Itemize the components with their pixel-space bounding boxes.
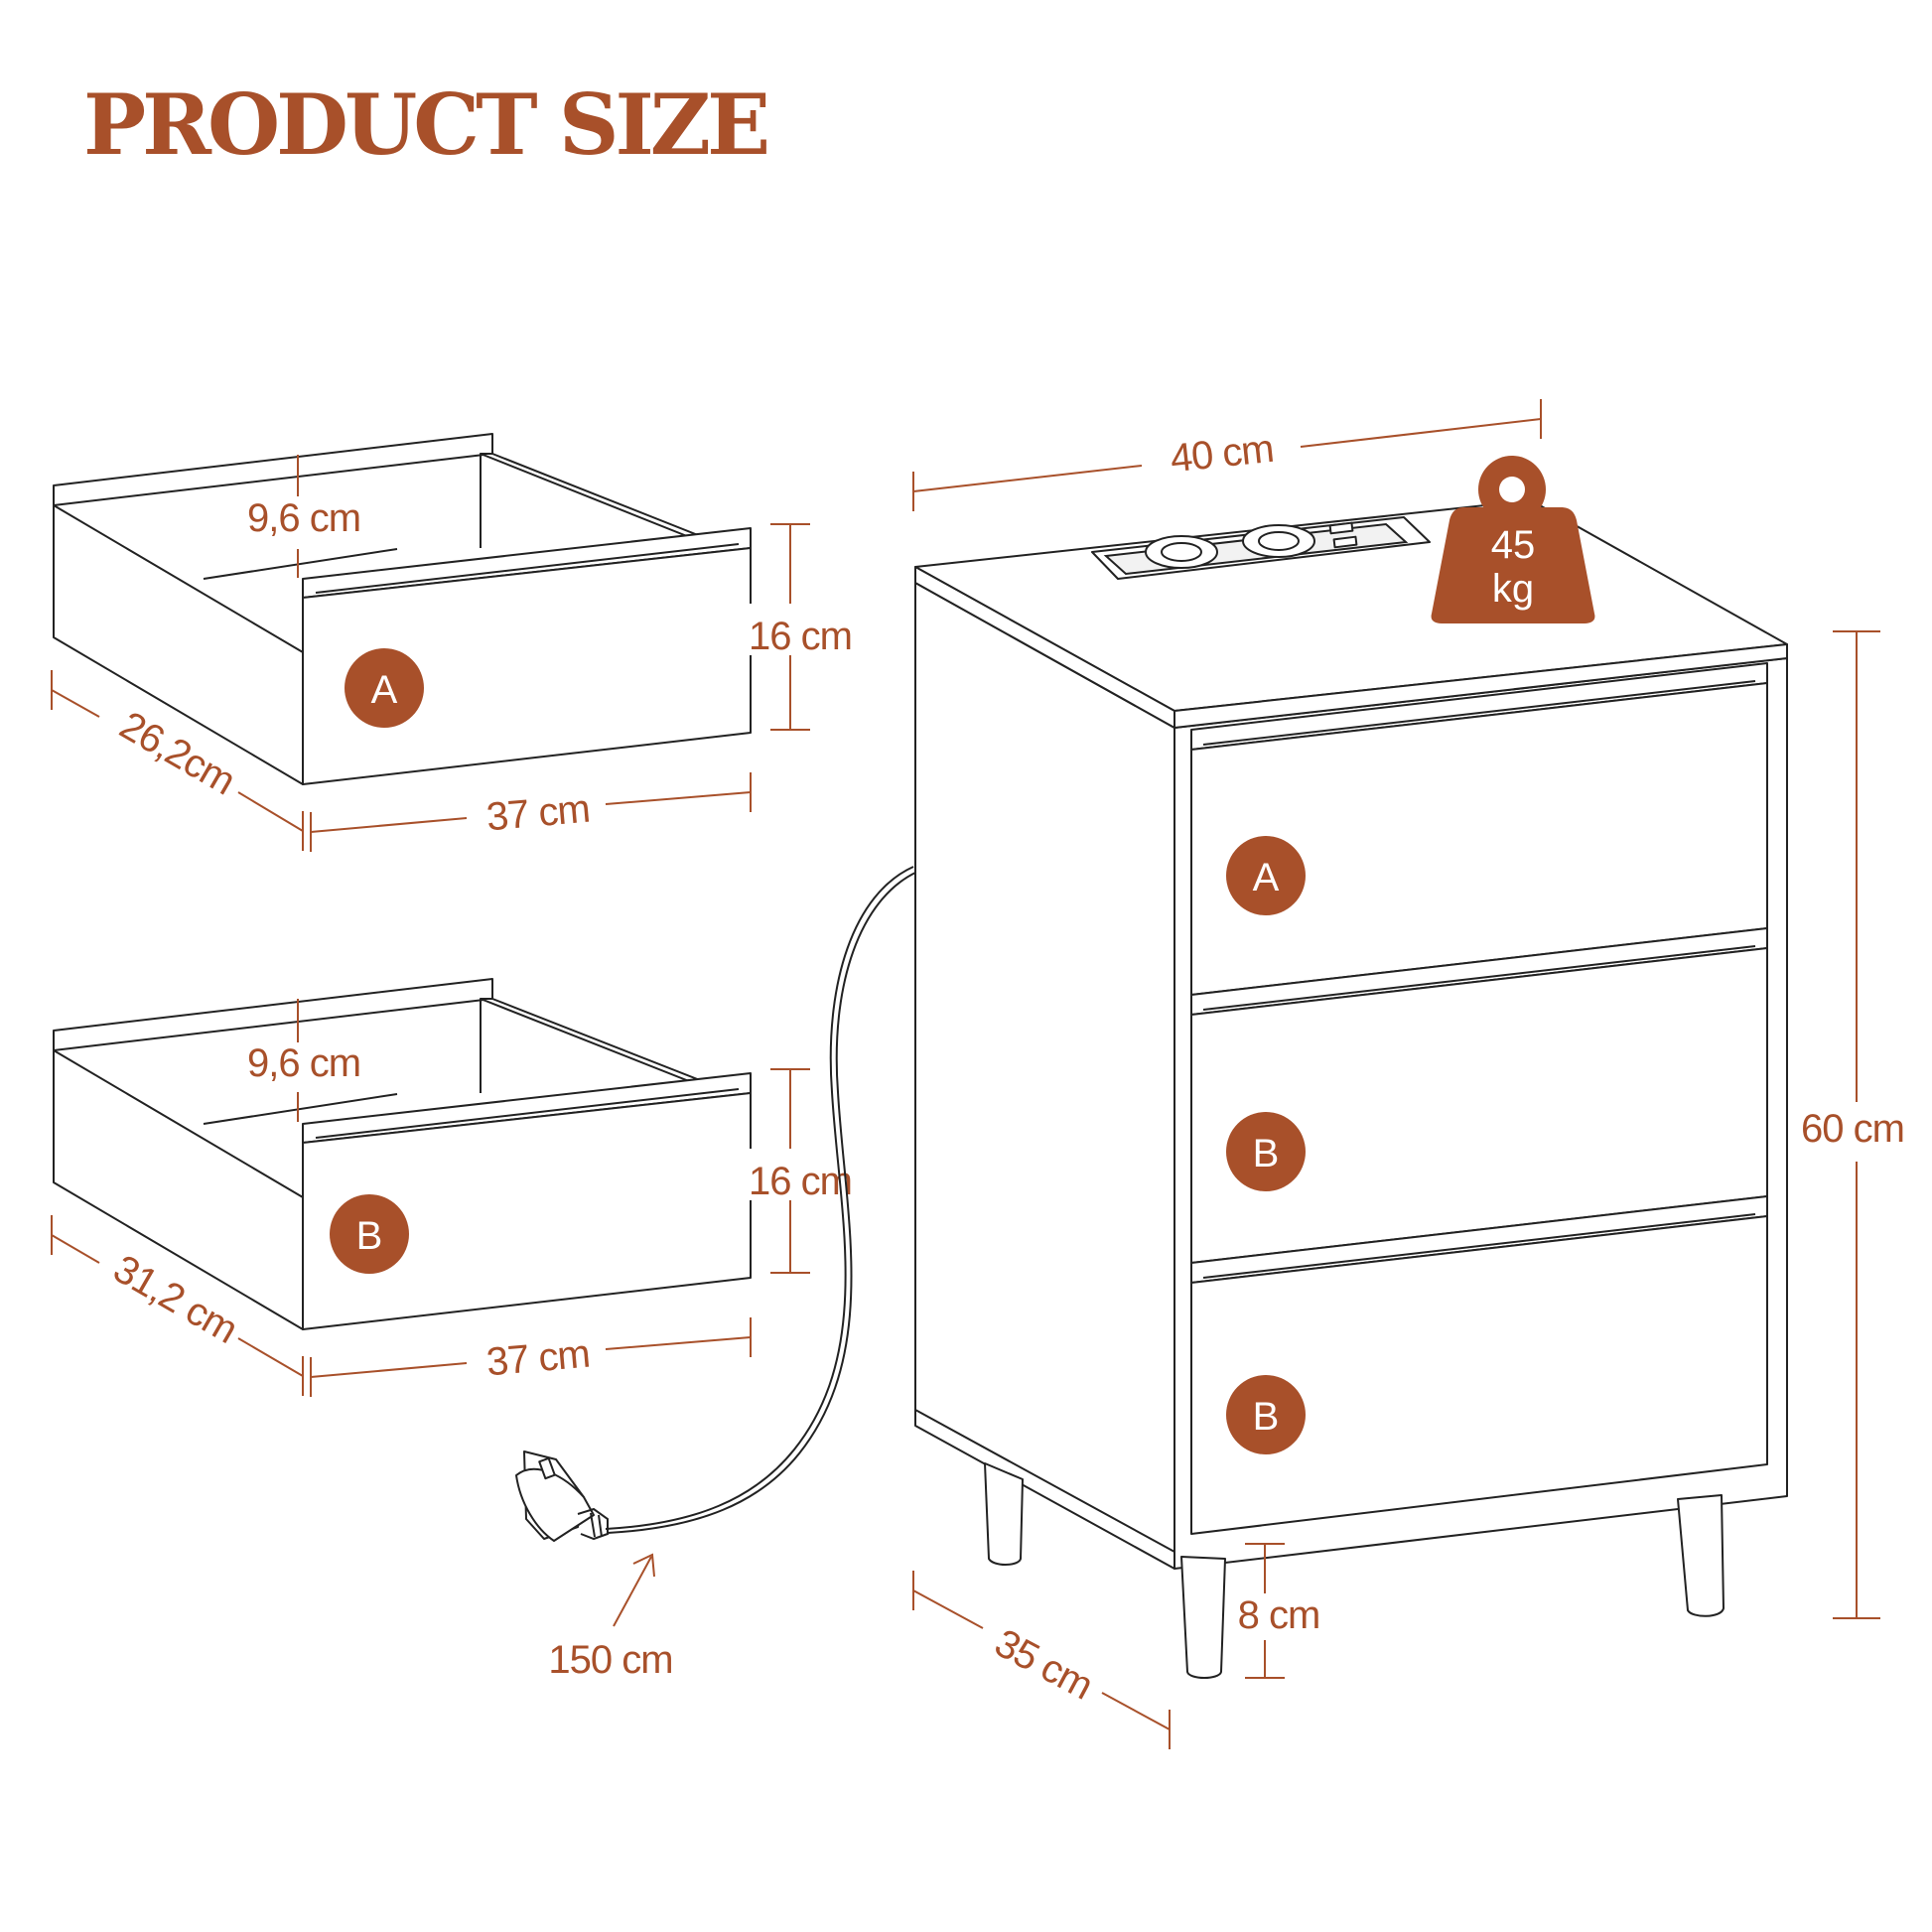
drawer-a-badge: A <box>345 648 424 728</box>
cabinet-drawer-3-badge-label: B <box>1253 1395 1280 1439</box>
drawer-a-badge-label: A <box>371 668 398 712</box>
drawer-b-badge: B <box>330 1194 409 1274</box>
power-cable <box>605 866 918 1534</box>
cabinet-width-label: 40 cm <box>1169 427 1276 482</box>
plug-icon <box>515 1450 609 1542</box>
drawer-a-dimensions: 9,6 cm 16 cm 26,2cm 37 cm <box>51 455 860 852</box>
socket-strip-icon <box>1091 516 1431 580</box>
cabinet-drawer-2-badge: B <box>1226 1112 1306 1191</box>
drawer-b-width-label: 37 cm <box>484 1332 591 1385</box>
cabinet-depth-label: 35 cm <box>988 1621 1099 1709</box>
leg-height-label: 8 cm <box>1238 1593 1320 1637</box>
load-unit-label: kg <box>1492 567 1534 611</box>
cabinet-dimensions: 40 cm 60 cm 8 cm 35 cm <box>912 399 1905 1749</box>
cabinet-drawer-1-badge: A <box>1226 836 1306 915</box>
drawer-b-height-label: 16 cm <box>749 1160 852 1203</box>
drawer-b-inner-height-label: 9,6 cm <box>247 1041 360 1085</box>
drawer-a-inner-height-label: 9,6 cm <box>247 496 360 540</box>
page-title: PRODUCT SIZE <box>83 75 770 174</box>
drawer-b-badge-label: B <box>356 1214 383 1258</box>
cabinet-drawer-2-badge-label: B <box>1253 1132 1280 1175</box>
drawer-a-illustration <box>53 433 752 785</box>
drawer-b-illustration <box>53 978 752 1330</box>
drawer-a-height-label: 16 cm <box>749 615 852 658</box>
arrow-icon <box>613 1553 655 1627</box>
cable-length-label: 150 cm <box>548 1638 672 1682</box>
weight-icon: 45 kg <box>1431 456 1595 623</box>
cabinet-drawer-3-badge: B <box>1226 1375 1306 1454</box>
drawer-a-width-label: 37 cm <box>484 787 591 840</box>
cabinet-illustration <box>914 499 1788 1679</box>
cabinet-height-label: 60 cm <box>1801 1107 1904 1151</box>
load-value-label: 45 <box>1491 523 1536 567</box>
cabinet-drawer-1-badge-label: A <box>1253 856 1280 899</box>
